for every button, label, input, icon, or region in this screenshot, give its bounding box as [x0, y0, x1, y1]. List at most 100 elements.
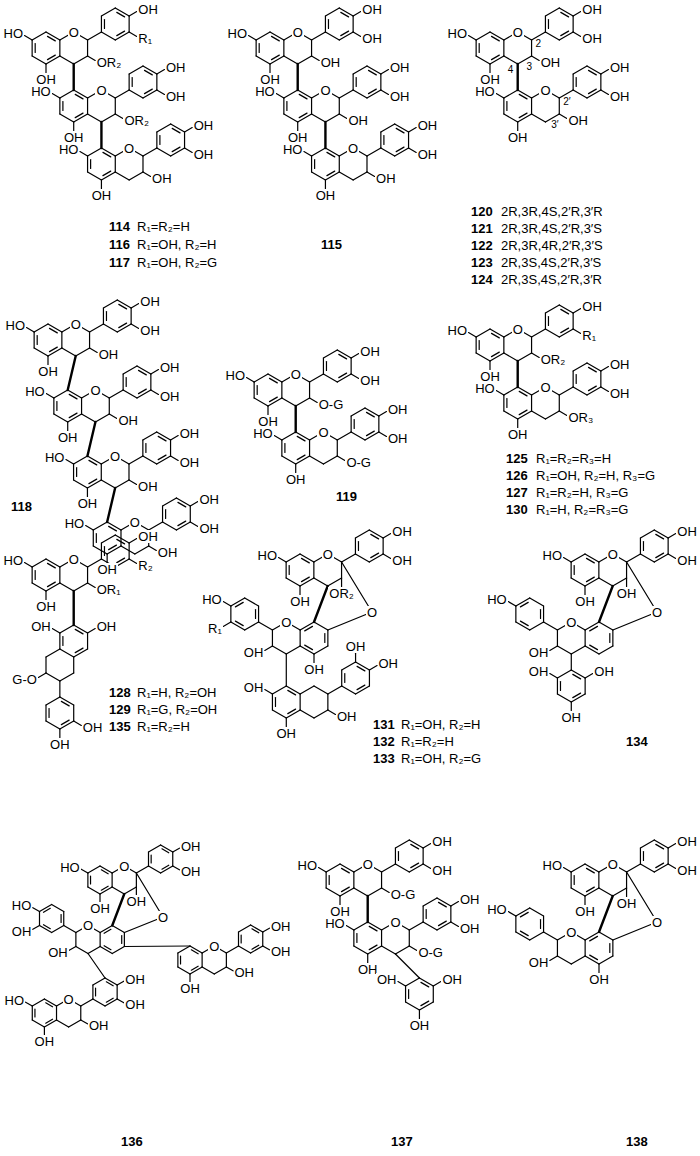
- bond-line: [312, 32, 326, 40]
- interflavan-bond: [73, 591, 75, 625]
- atom-label: HO: [201, 593, 223, 606]
- bond-line: [369, 666, 377, 670]
- compound-number: 133: [372, 752, 396, 765]
- bond-line: [309, 382, 310, 398]
- bond-line: [395, 148, 409, 156]
- bond-line: [395, 946, 409, 954]
- bond-line: [75, 113, 83, 118]
- bond-line: [176, 498, 190, 506]
- bond-line: [88, 887, 100, 894]
- bond-line: [339, 8, 353, 16]
- bond-line: [548, 317, 549, 326]
- atom-label: HO: [58, 143, 80, 156]
- substituent-definition: R₁=G, R₂=OH: [136, 703, 218, 716]
- bond-line: [178, 521, 186, 526]
- bond-line: [129, 543, 130, 559]
- interflavan-bond: [297, 64, 299, 90]
- bond-line: [129, 12, 137, 16]
- bond-line: [492, 352, 500, 357]
- bond-line: [381, 930, 382, 946]
- bond-line: [626, 578, 627, 587]
- bond-line: [355, 653, 356, 662]
- bond-line: [74, 456, 88, 464]
- interflavan-bond: [517, 64, 519, 90]
- atom-label: OH: [361, 3, 383, 16]
- bond-line: [341, 31, 349, 36]
- bond-line: [371, 534, 379, 539]
- atom-label: OH: [165, 61, 187, 74]
- bond-line: [143, 90, 157, 98]
- bond-line: [325, 180, 326, 189]
- bond-line: [33, 926, 40, 930]
- ring-oxygen: O: [95, 84, 107, 97]
- atom-label: OH: [479, 370, 501, 383]
- bond-line: [129, 480, 137, 484]
- bond-line: [656, 863, 664, 868]
- bond-line: [251, 925, 263, 932]
- ring-oxygen: O: [322, 548, 334, 561]
- bond-line: [381, 124, 395, 132]
- bond-line: [157, 70, 165, 74]
- bond-line: [180, 956, 181, 964]
- bond-line: [263, 946, 270, 950]
- bond-line: [109, 414, 117, 418]
- bond-line: [328, 686, 342, 694]
- atom-label: OH: [165, 90, 187, 103]
- bond-line: [342, 554, 356, 562]
- bond-line: [559, 114, 567, 118]
- bond-line: [532, 411, 546, 419]
- bond-line: [530, 932, 544, 940]
- bond-line: [516, 622, 530, 630]
- bond-line: [489, 64, 490, 73]
- bond-line: [476, 337, 477, 353]
- bond-line: [32, 999, 44, 1006]
- bond-line: [121, 936, 122, 944]
- atom-label: OH: [30, 620, 52, 633]
- bond-line: [256, 32, 270, 40]
- atom-label: OH: [431, 864, 453, 877]
- bond-line: [276, 94, 284, 98]
- atom-label: OH: [540, 56, 562, 69]
- bond-line: [93, 530, 94, 546]
- bond-line: [173, 848, 180, 852]
- bond-line: [73, 657, 74, 673]
- bond-line: [143, 172, 151, 176]
- bond-line: [396, 128, 404, 133]
- bond-line: [382, 864, 396, 872]
- compound-number: 124: [470, 273, 494, 286]
- bond-line: [561, 328, 569, 333]
- bond-line: [543, 606, 544, 622]
- bond-line: [123, 374, 124, 390]
- bond-line: [423, 922, 437, 930]
- atom-label: OH: [193, 148, 215, 161]
- bond-line: [573, 329, 581, 333]
- bond-line: [545, 32, 559, 40]
- bond-line: [106, 998, 113, 1002]
- compound-number: 131: [372, 718, 396, 731]
- bond-line: [269, 64, 270, 73]
- bond-line: [557, 630, 558, 646]
- bond-line: [532, 56, 540, 60]
- bond-line: [88, 56, 96, 60]
- bond-line: [326, 872, 327, 888]
- bridge-oxygen: O: [157, 911, 169, 924]
- atom-label: G-O: [11, 673, 38, 686]
- bond-line: [599, 622, 613, 630]
- atom-label: OH: [609, 61, 631, 74]
- bond-line: [589, 89, 597, 94]
- bond-line: [235, 602, 243, 607]
- bond-line: [117, 300, 131, 308]
- bond-line: [339, 354, 347, 359]
- bond-line: [409, 922, 423, 930]
- bond-line: [191, 950, 198, 954]
- compound-number: 130: [505, 503, 529, 516]
- bond-line: [32, 583, 46, 591]
- bond-line: [382, 888, 390, 892]
- bond-line: [26, 1002, 33, 1006]
- atom-label: OH: [375, 172, 397, 185]
- bond-line: [590, 645, 598, 650]
- bond-line: [101, 32, 115, 40]
- bond-line: [439, 902, 447, 907]
- bond-line: [627, 864, 641, 872]
- bond-line: [574, 566, 575, 575]
